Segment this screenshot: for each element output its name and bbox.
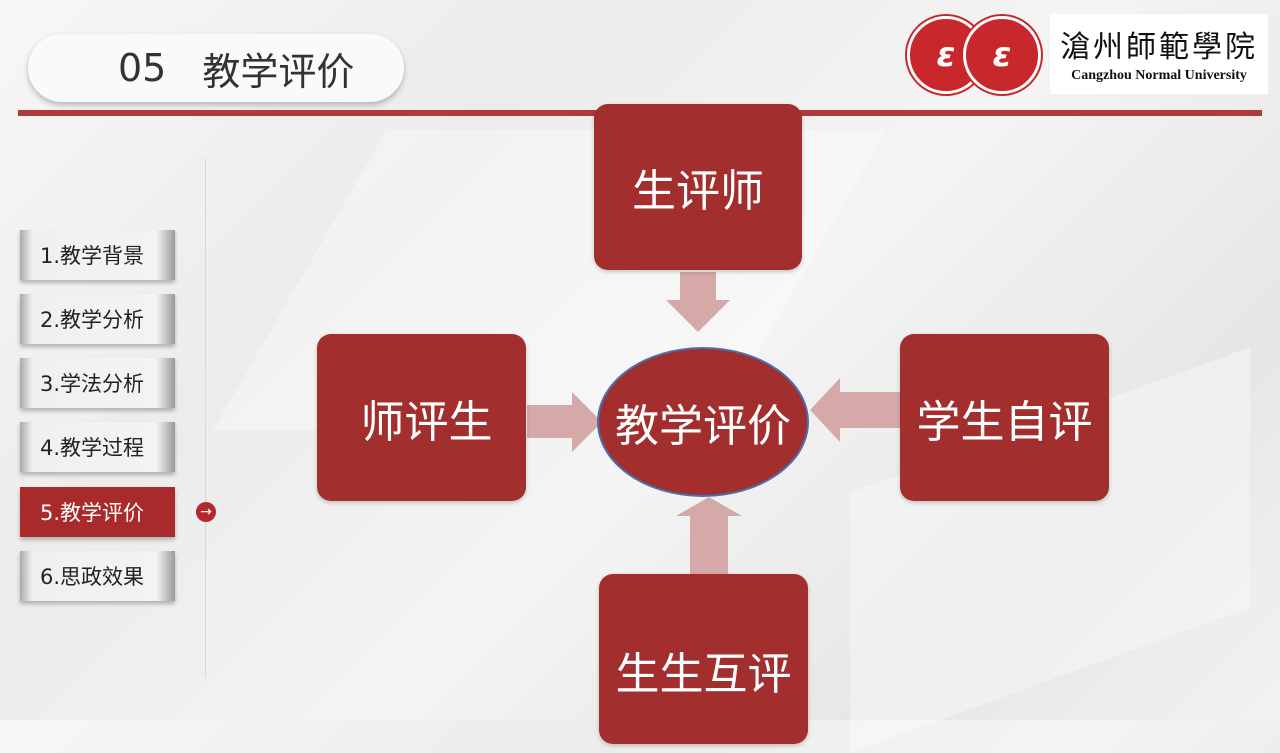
nav-label: 1.教学背景 [40, 244, 145, 268]
node-center: 教学评价 [597, 347, 809, 497]
nav-label: 2.教学分析 [40, 308, 145, 332]
nav-label: 6.思政效果 [40, 565, 145, 589]
nav-item-6[interactable]: 6.思政效果 [20, 551, 175, 601]
seal-icon: ε [963, 16, 1041, 94]
nav-item-1[interactable]: 1.教学背景 [20, 230, 175, 280]
arrow-left [810, 378, 900, 442]
node-label: 师评生 [360, 396, 493, 448]
nav-item-5[interactable]: 5.教学评价 [20, 487, 175, 537]
university-logo: ε ε 滄州師範學院 Cangzhou Normal University [905, 14, 1270, 98]
node-right: 学生自评 [900, 334, 1109, 501]
node-label: 生评师 [632, 166, 764, 217]
nav-label: 4.教学过程 [40, 436, 145, 460]
node-label: 生生互评 [615, 649, 792, 700]
section-number: 05 [118, 46, 167, 90]
arrow-down [666, 272, 730, 332]
node-bottom: 生生互评 [599, 574, 808, 744]
nav-item-4[interactable]: 4.教学过程 [20, 422, 175, 472]
nav-item-3[interactable]: 3.学法分析 [20, 358, 175, 408]
section-title: 教学评价 [202, 49, 355, 94]
node-label: 学生自评 [916, 396, 1093, 448]
divider [205, 158, 206, 678]
nav-label: 5.教学评价 [40, 501, 145, 525]
node-label: 教学评价 [615, 401, 791, 452]
nav-item-2[interactable]: 2.教学分析 [20, 294, 175, 344]
slide-title: 05 教学评价 [28, 34, 404, 102]
arrow-up [676, 497, 742, 576]
node-left: 师评生 [317, 334, 526, 501]
diagram-arrows [527, 272, 900, 576]
logo-name-cn: 滄州師範學院 [1060, 30, 1258, 65]
logo-name-en: Cangzhou Normal University [1071, 68, 1247, 83]
arrow-right [527, 392, 602, 452]
arrow-right-icon[interactable]: → [196, 502, 216, 522]
node-top: 生评师 [594, 104, 802, 270]
nav-label: 3.学法分析 [40, 372, 145, 396]
